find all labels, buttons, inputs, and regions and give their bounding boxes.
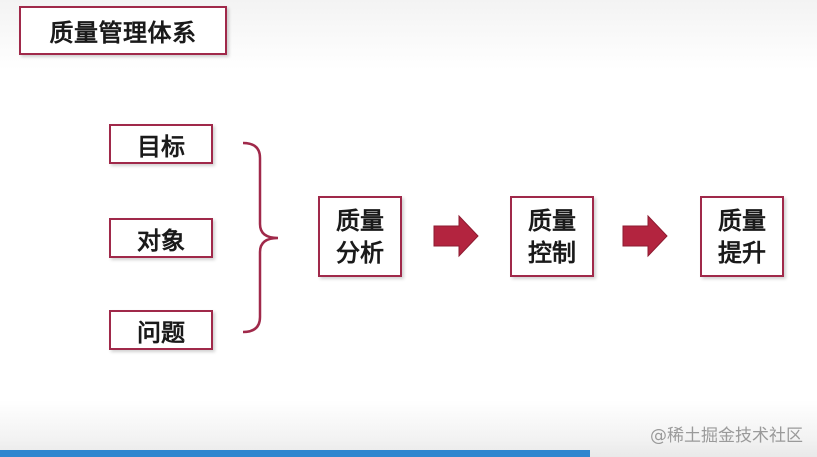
stage-box-control: 质量 控制: [510, 196, 594, 277]
stage-box-improvement: 质量 提升: [700, 196, 784, 277]
arrow-icon-2: [622, 214, 668, 258]
curly-brace: [242, 141, 279, 334]
slide-title: 质量管理体系: [19, 6, 227, 55]
watermark-text: @稀土掘金技术社区: [650, 426, 803, 446]
stage-control-line2: 控制: [528, 238, 576, 267]
stage-improvement-line1: 质量: [718, 206, 766, 235]
stage-box-analysis: 质量 分析: [318, 196, 402, 277]
input-box-object: 对象: [109, 218, 213, 258]
input-box-goal: 目标: [109, 124, 213, 164]
input-box-problem: 问题: [109, 310, 213, 350]
stage-analysis-line2: 分析: [336, 238, 384, 267]
video-progress-bar[interactable]: [0, 450, 590, 457]
stage-improvement-line2: 提升: [718, 238, 766, 267]
stage-control-line1: 质量: [528, 206, 576, 235]
stage-analysis-line1: 质量: [336, 206, 384, 235]
arrow-icon-1: [433, 214, 479, 258]
